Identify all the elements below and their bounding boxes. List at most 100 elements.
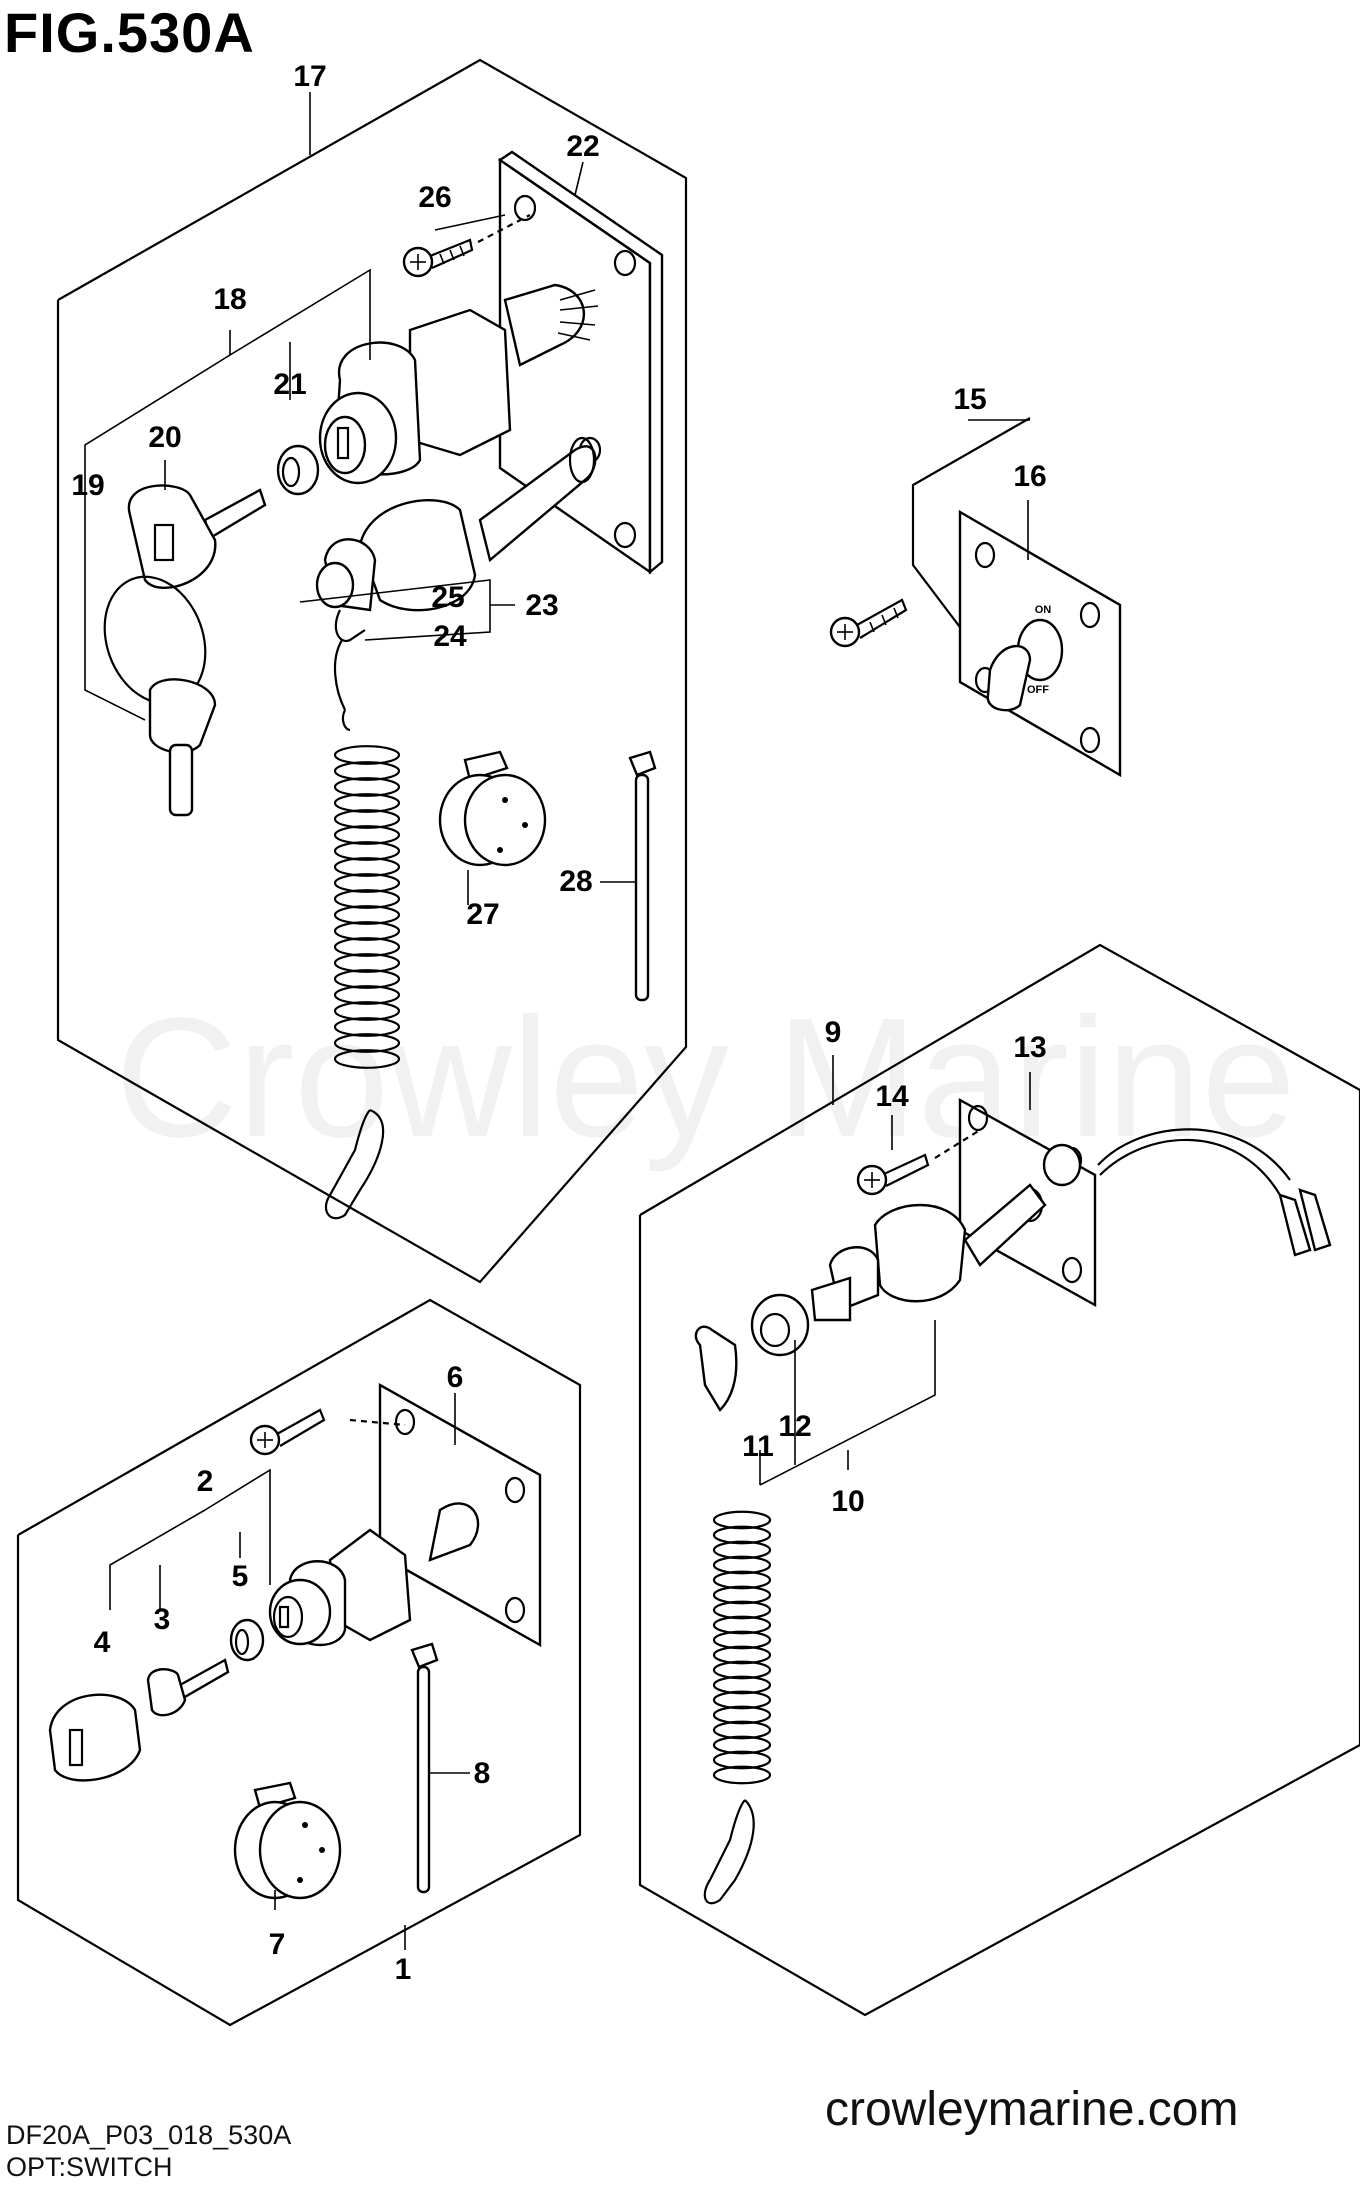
coil-loop [712,1720,772,1740]
cover-4 [48,1693,142,1782]
coil-loop [712,1645,772,1665]
figure-caption: OPT:SWITCH [6,2152,173,2182]
callout-15: 15 [953,383,987,416]
callout-18: 18 [213,283,247,316]
coil-loop [712,1525,772,1545]
switch-plate-16 [958,509,1122,778]
coil-loop [712,1675,772,1695]
coil-loop [712,1750,772,1770]
figure-title: FIG.530A [4,1,255,64]
coil-loop [333,937,401,957]
coil-loop [333,921,401,941]
callout-11: 11 [742,1430,774,1463]
coil-loop [333,825,401,845]
coil-loop [333,809,401,829]
callout-27: 27 [466,898,500,931]
coil-loop [333,793,401,813]
coil-loop [333,1049,401,1069]
cable-tie-28 [628,750,657,1002]
coil-loop [333,889,401,909]
coil-loop [712,1555,772,1575]
drawing-code: DF20A_P03_018_530A [6,2120,292,2150]
callout-5: 5 [231,1560,249,1593]
cap-5 [229,1618,265,1662]
callout-13: 13 [1013,1031,1047,1064]
callout-23: 23 [525,589,559,622]
callout-9: 9 [824,1016,842,1049]
spacer-27 [438,750,547,867]
clip-9 [703,1799,755,1905]
coil-loop [333,985,401,1005]
clip-11 [694,1325,738,1412]
callout-1: 1 [394,1953,412,1986]
callout-6: 6 [446,1361,464,1394]
callout-28: 28 [559,865,593,898]
leader-lines [84,92,1031,1950]
coil-loop [333,745,401,765]
screw-14 [856,1129,981,1196]
coil-loop [333,1017,401,1037]
coil-loop [333,873,401,893]
spacer-7 [233,1781,342,1900]
callout-10: 10 [831,1485,865,1518]
callout-19: 19 [71,469,105,502]
coil-loop [712,1705,772,1725]
kit-17-outline [56,58,688,1284]
coil-loop [712,1600,772,1620]
screw-kit-1 [249,1408,406,1456]
callout-2: 2 [196,1465,214,1498]
cap-21 [276,444,320,496]
coil-cord [333,745,401,1069]
key-20 [103,484,267,817]
callout-3: 3 [153,1603,171,1636]
callout-8: 8 [473,1757,491,1790]
coil-loop [712,1765,772,1785]
coil-loop [333,953,401,973]
stop-switch-23 [315,436,597,732]
key-3 [146,1658,230,1717]
screw-26 [402,214,531,278]
callout-16: 16 [1013,460,1047,493]
ignition-switch-kit-1 [268,1528,412,1647]
callout-26: 26 [418,181,452,214]
coil-loop [333,905,401,925]
cable-tie-8 [410,1642,439,1894]
callout-14: 14 [875,1080,909,1113]
coil-loop [333,1033,401,1053]
callout-24: 24 [433,620,467,653]
coil-loop [333,857,401,877]
callout-4: 4 [93,1626,111,1659]
coil-loop [333,777,401,797]
callout-21: 21 [273,368,307,401]
coil-loop [333,841,401,861]
coil-loop [712,1570,772,1590]
coil-loop [712,1540,772,1560]
switch-off-label: OFF [1027,684,1049,696]
coil-loop [712,1735,772,1755]
mounting-plate-6 [378,1382,542,1648]
coil-loop [333,969,401,989]
mounting-plate-22 [497,150,664,575]
kit-1-outline [16,1298,582,2027]
screw-15 [829,598,908,648]
callout-17: 17 [293,60,327,93]
ignition-switch [318,283,599,485]
coil-cord-9 [712,1510,772,1785]
switch-on-label: ON [1034,604,1052,616]
callout-12: 12 [778,1410,812,1443]
callout-25: 25 [431,581,465,614]
watermark: Crowley Marine [115,983,1296,1173]
kit-9-outline [638,943,1360,2017]
coil-loop [333,761,401,781]
clip-17 [324,1108,385,1220]
coil-loop [712,1510,772,1530]
coil-loop [712,1690,772,1710]
coil-loop [333,1001,401,1021]
callout-20: 20 [148,421,182,454]
coil-loop [712,1660,772,1680]
callout-22: 22 [566,130,600,163]
coil-loop [712,1585,772,1605]
callout-7: 7 [268,1928,286,1961]
coil-loop [712,1630,772,1650]
